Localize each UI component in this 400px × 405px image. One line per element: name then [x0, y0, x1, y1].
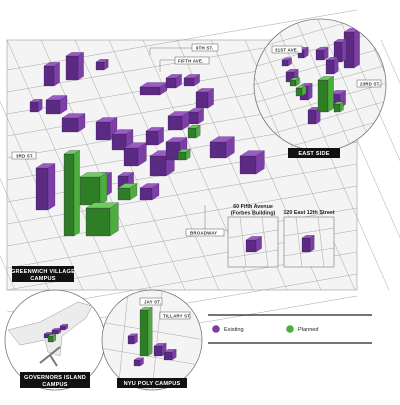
planned-building — [79, 172, 108, 206]
main-buildings — [29, 52, 265, 237]
existing-building — [333, 39, 347, 63]
planned-building — [47, 333, 57, 343]
existing-building — [45, 95, 68, 115]
existing-building — [43, 62, 61, 87]
existing-building — [61, 113, 86, 133]
existing-building — [95, 59, 109, 71]
planned-building — [295, 85, 307, 97]
existing-building — [123, 142, 147, 167]
existing-building — [325, 57, 339, 75]
existing-building — [187, 108, 205, 125]
existing-building — [139, 183, 160, 201]
governors-inset: GOVERNORS ISLAND CAMPUS — [4, 289, 106, 391]
existing-building — [165, 74, 183, 89]
planned-building — [289, 77, 300, 87]
greenwich-label-box — [12, 266, 74, 282]
planned-building — [177, 149, 191, 161]
existing-building — [195, 88, 215, 109]
governors-label-line2: CAMPUS — [42, 382, 68, 388]
twenty-third-st-label: 23RD ST. — [360, 82, 380, 87]
legend-planned-swatch — [286, 325, 294, 333]
planned-building — [139, 307, 153, 357]
jay-st-label: JAY ST. — [144, 300, 161, 305]
east12-title: 120 East 12th Street — [283, 210, 334, 216]
east12-inset: 120 East 12th Street — [283, 210, 335, 268]
existing-building — [133, 357, 144, 367]
planned-building — [63, 150, 81, 237]
legend-planned-label: Planned — [298, 327, 319, 333]
nyu-poly-label-box — [117, 378, 187, 388]
ninth-st-label: 9TH ST. — [196, 46, 213, 51]
fifth-ave-tag — [174, 56, 210, 65]
existing-building — [51, 327, 62, 335]
east-12th-building — [301, 235, 315, 253]
east-buildings — [281, 28, 361, 125]
existing-building — [95, 117, 118, 141]
existing-building — [281, 57, 292, 67]
planned-building — [317, 76, 335, 113]
existing-building — [183, 74, 201, 87]
forbes-building — [245, 236, 263, 253]
greenwich-label-line1: GREENWICH VILLAGE — [11, 269, 75, 275]
ninth-st-tag — [191, 43, 219, 52]
east-side-inset: 31ST AVE. 23RD ST. EAST SIDE — [253, 18, 387, 158]
thirty-first-ave-label: 31ST AVE. — [275, 48, 298, 53]
planned-building — [117, 183, 138, 201]
existing-building — [65, 52, 85, 81]
third-st-tag — [11, 151, 37, 160]
forbes-inset: 60 Fifth Avenue (Forbes Building) — [227, 204, 279, 268]
existing-building — [59, 323, 69, 331]
existing-building — [35, 163, 56, 211]
existing-building — [111, 129, 134, 151]
forbes-title-line2: (Forbes Building) — [231, 211, 276, 217]
existing-building — [145, 127, 165, 146]
existing-building — [163, 349, 177, 361]
legend: Existing Planned — [208, 314, 372, 344]
existing-building — [167, 111, 190, 131]
tillary-st-label: TILLARY ST. — [163, 314, 191, 319]
planned-building — [187, 125, 201, 139]
fifth-ave-label: FIFTH AVE. — [178, 59, 203, 64]
broadway-tag — [185, 228, 225, 237]
nyu-poly-label: NYU POLY CAMPUS — [124, 381, 181, 387]
planned-building — [333, 101, 344, 113]
existing-building — [239, 150, 265, 175]
existing-building — [209, 136, 235, 159]
existing-building — [139, 82, 168, 96]
third-st-label: 3RD ST. — [16, 154, 34, 159]
existing-building — [127, 333, 138, 345]
east-side-label: EAST SIDE — [298, 151, 329, 157]
broadway-label: BROADWAY — [190, 231, 217, 236]
planned-building — [85, 202, 119, 237]
existing-building — [315, 47, 329, 61]
governors-label-line1: GOVERNORS ISLAND — [24, 375, 86, 381]
east-side-label-box — [288, 148, 340, 158]
nyu-poly-inset: JAY ST. TILLARY ST. NYU POLY CAMPUS — [101, 289, 203, 391]
legend-existing-label: Existing — [224, 327, 244, 333]
legend-existing-swatch — [212, 325, 220, 333]
existing-building — [29, 99, 43, 113]
governors-label-box — [20, 372, 90, 388]
existing-building — [343, 28, 361, 69]
forbes-title-line1: 60 Fifth Avenue — [233, 204, 273, 210]
greenwich-label-line2: CAMPUS — [30, 276, 56, 282]
